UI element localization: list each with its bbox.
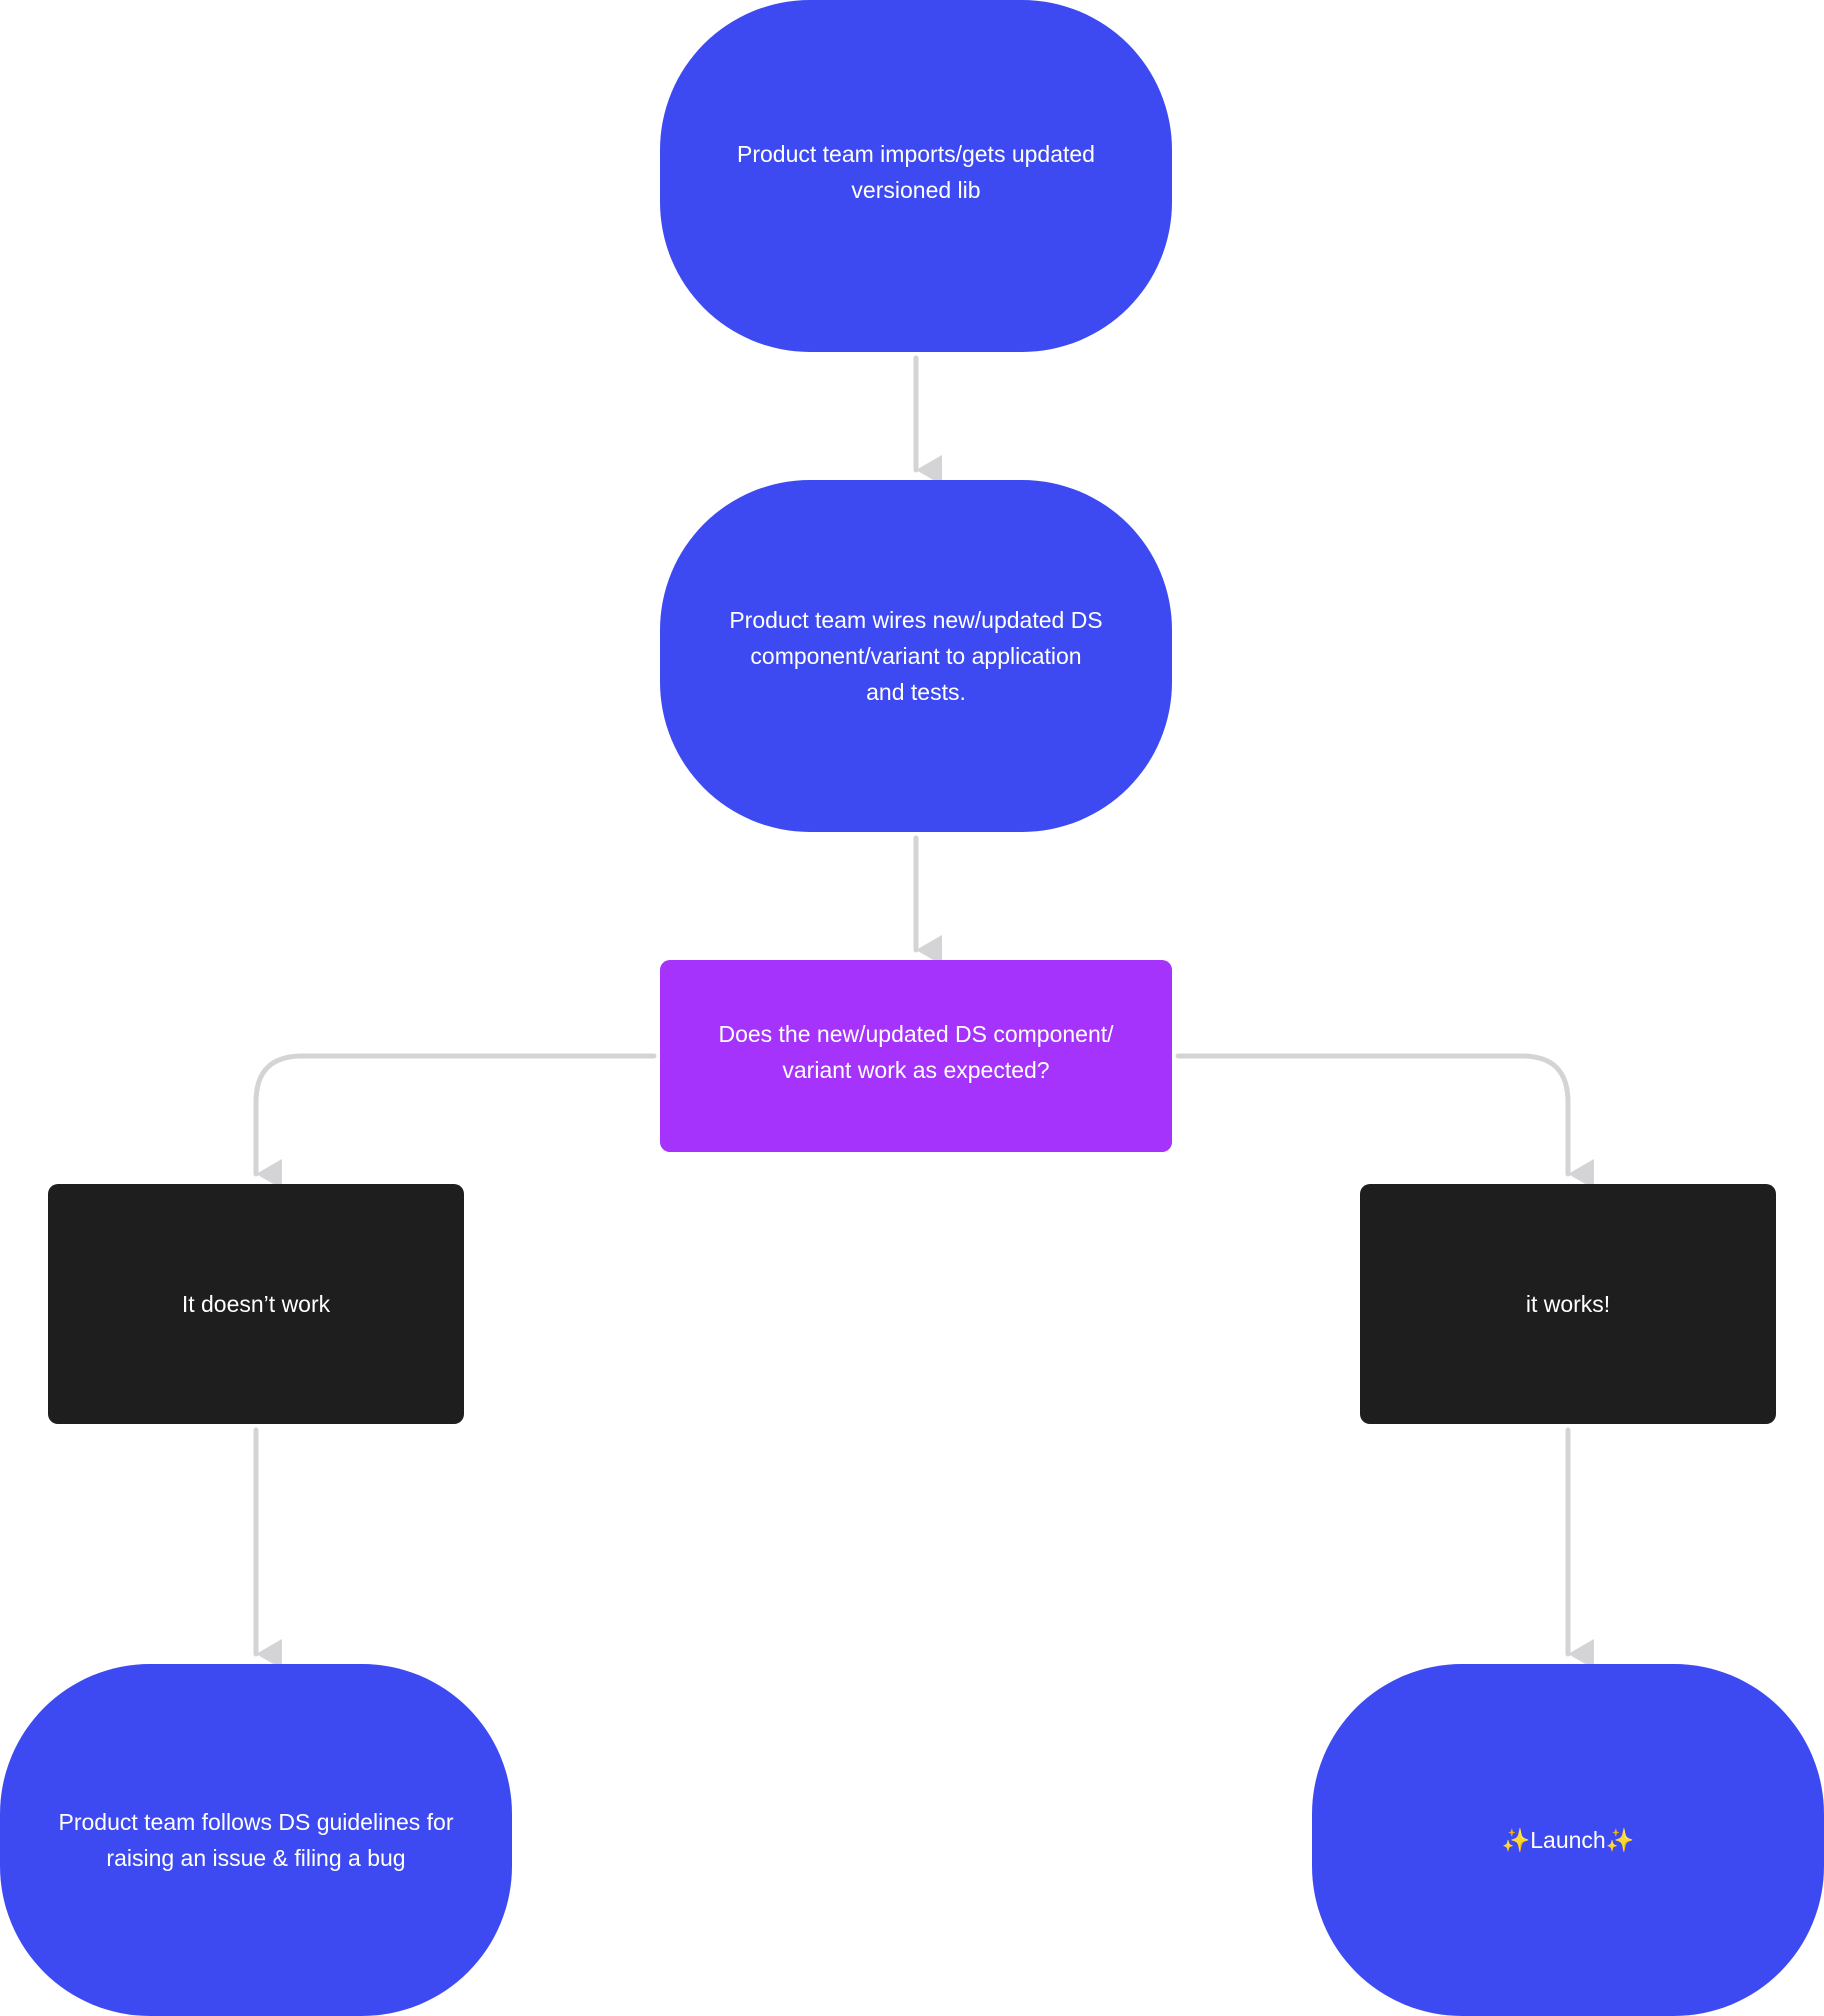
node-wire-component: Product team wires new/updated DS compon… [660, 480, 1172, 832]
node-doesnt-work: It doesn’t work [48, 1184, 464, 1424]
node-launch-label: Launch [1530, 1827, 1606, 1853]
node-import-lib-label: Product team imports/gets updated versio… [737, 141, 1095, 203]
node-file-bug-label: Product team follows DS guidelines for r… [58, 1809, 454, 1871]
arrow-decision-to-doesnt-work [253, 1053, 657, 1189]
node-works: it works! [1360, 1184, 1776, 1424]
node-works-label: it works! [1525, 1291, 1611, 1317]
arrow-decision-to-works [1175, 1053, 1594, 1189]
node-file-bug: Product team follows DS guidelines for r… [0, 1664, 512, 2016]
node-doesnt-work-label: It doesn’t work [181, 1291, 331, 1317]
node-wire-component-label: Product team wires new/updated DS compon… [729, 607, 1103, 705]
sparkles-icon: ✨ [1605, 1827, 1635, 1853]
node-launch: ✨ Launch ✨ [1312, 1664, 1824, 2016]
node-decision-label: Does the new/updated DS component/ varia… [718, 1021, 1114, 1083]
node-import-lib: Product team imports/gets updated versio… [660, 0, 1172, 352]
sparkles-icon: ✨ [1501, 1827, 1531, 1853]
node-decision: Does the new/updated DS component/ varia… [660, 960, 1172, 1152]
